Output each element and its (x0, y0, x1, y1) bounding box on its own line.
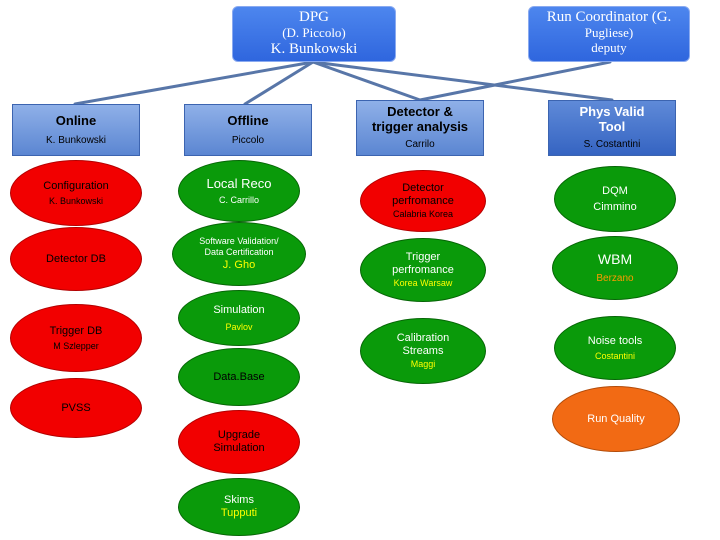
node-software-validation-sub: J. Gho (222, 259, 256, 272)
node-pvss[interactable]: PVSS (10, 378, 142, 438)
node-detector-db-title: Detector DB (46, 252, 106, 265)
node-run-quality[interactable]: Run Quality (552, 386, 680, 452)
node-local-reco-sub: C. Carrillo (218, 194, 259, 205)
column-detector-trigger[interactable]: Detector & trigger analysis Carrilo (356, 100, 484, 156)
connector-dpg-physvalid (311, 60, 614, 102)
node-configuration-sub: K. Bunkowski (48, 196, 104, 207)
column-online[interactable]: Online K. Bunkowski (12, 104, 140, 156)
dpg-line2: K. Bunkowski (270, 41, 358, 58)
column-phys-valid-title: Phys Valid Tool (579, 104, 645, 135)
node-noise-tools-title: Noise tools (587, 334, 643, 347)
node-wbm-sub: Berzano (596, 273, 634, 285)
node-pvss-title: PVSS (61, 401, 91, 414)
node-detector-performance[interactable]: Detector perfromance Calabria Korea (360, 170, 486, 232)
node-skims-sub: Tupputi (220, 507, 258, 519)
run-coordinator-box[interactable]: Run Coordinator (G. Pugliese) deputy (528, 6, 690, 62)
node-calibration-streams[interactable]: Calibration Streams Maggi (360, 318, 486, 384)
column-phys-valid-sub: S. Costantini (583, 139, 641, 151)
node-noise-tools[interactable]: Noise tools Costantini (554, 316, 676, 380)
node-calibration-streams-sub: Maggi (410, 359, 436, 370)
node-software-validation-title: Software Validation/ Data Certification (199, 236, 279, 257)
node-local-reco-title: Local Reco (206, 175, 272, 191)
node-trigger-db[interactable]: Trigger DB M Szlepper (10, 304, 142, 372)
node-configuration-title: Configuration (43, 179, 109, 192)
column-online-title: Online (55, 112, 97, 128)
node-dqm-sub: Cimmino (593, 200, 637, 213)
node-wbm-title: WBM (597, 251, 633, 268)
node-software-validation[interactable]: Software Validation/ Data Certification … (172, 222, 306, 286)
node-skims-title: Skims (224, 494, 254, 507)
node-wbm[interactable]: WBM Berzano (552, 236, 678, 300)
run-coordinator-line2: deputy (591, 40, 627, 56)
column-online-sub: K. Bunkowski (45, 134, 107, 146)
column-phys-valid[interactable]: Phys Valid Tool S. Costantini (548, 100, 676, 156)
run-coordinator-line1: Pugliese) (584, 25, 634, 41)
node-database[interactable]: Data.Base (178, 348, 300, 406)
run-coordinator-title: Run Coordinator (G. (546, 9, 672, 25)
connector-dpg-online (73, 60, 315, 106)
node-skims[interactable]: Skims Tupputi (178, 478, 300, 536)
node-dqm-title: DQM (602, 184, 628, 197)
node-run-quality-title: Run Quality (587, 412, 645, 425)
dpg-title: DPG (298, 9, 329, 25)
node-simulation[interactable]: Simulation Pavlov (178, 290, 300, 346)
node-trigger-performance-title: Trigger perfromance (392, 251, 454, 276)
node-trigger-performance[interactable]: Trigger perfromance Korea Warsaw (360, 238, 486, 302)
column-offline[interactable]: Offline Piccolo (184, 104, 312, 156)
node-upgrade-simulation[interactable]: Upgrade Simulation (178, 410, 300, 474)
node-detector-db[interactable]: Detector DB (10, 227, 142, 291)
node-simulation-sub: Pavlov (225, 321, 253, 332)
column-offline-title: Offline (227, 112, 269, 128)
node-noise-tools-sub: Costantini (594, 351, 636, 362)
node-trigger-db-title: Trigger DB (49, 324, 103, 337)
dpg-box[interactable]: DPG (D. Piccolo) K. Bunkowski (232, 6, 396, 62)
node-local-reco[interactable]: Local Reco C. Carrillo (178, 160, 300, 222)
connector-rc-detector (418, 60, 612, 102)
connector-dpg-detector (311, 60, 422, 102)
node-trigger-performance-sub: Korea Warsaw (393, 278, 453, 289)
dpg-line1: (D. Piccolo) (282, 25, 346, 41)
node-database-title: Data.Base (213, 370, 265, 383)
connector-dpg-offline (243, 60, 315, 106)
node-detector-performance-sub: Calabria Korea (392, 209, 454, 220)
column-offline-sub: Piccolo (231, 134, 265, 146)
column-detector-trigger-sub: Carrilo (405, 139, 435, 151)
column-detector-trigger-title: Detector & trigger analysis (371, 104, 469, 135)
node-dqm[interactable]: DQM Cimmino (554, 166, 676, 232)
node-calibration-streams-title: Calibration Streams (396, 332, 450, 357)
node-trigger-db-sub: M Szlepper (53, 341, 99, 352)
node-simulation-title: Simulation (213, 304, 265, 316)
node-configuration[interactable]: Configuration K. Bunkowski (10, 160, 142, 226)
node-detector-performance-title: Detector perfromance (392, 182, 454, 207)
node-upgrade-simulation-title: Upgrade Simulation (213, 429, 265, 454)
